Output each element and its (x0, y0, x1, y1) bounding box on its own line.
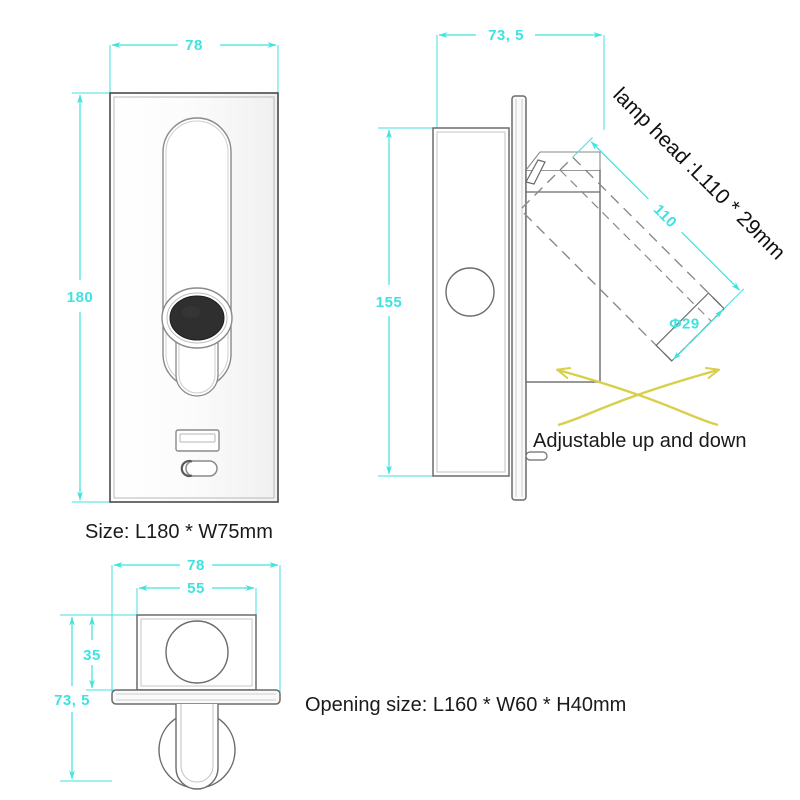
top-knob-circle (165, 620, 229, 684)
front-height-dimension: 180 (67, 92, 112, 503)
side-bottom-tab (525, 451, 548, 461)
top-view: 78 55 35 73, 5 (54, 557, 626, 790)
top-faceplate-edge (111, 689, 281, 705)
usb-a-port-icon (175, 429, 220, 452)
front-lens (161, 287, 233, 349)
lamp-diameter-value: Φ29 (669, 315, 700, 332)
lamp-diameter-dimension: Φ29 (669, 309, 724, 360)
front-height-value: 180 (67, 289, 94, 306)
front-width-value: 78 (185, 37, 203, 54)
side-depth-dimension: 73, 5 (436, 27, 605, 130)
front-view: 78 180 (67, 37, 279, 543)
side-body (432, 127, 510, 477)
side-depth-value: 73, 5 (488, 27, 524, 44)
side-lamp-head-rest (525, 151, 601, 383)
top-swivel-boss (158, 704, 236, 790)
side-height-value: 155 (376, 294, 403, 311)
side-height-dimension: 155 (376, 127, 437, 477)
usb-c-port-icon (180, 459, 218, 478)
top-inner-width-dimension: 55 (136, 580, 257, 615)
front-width-dimension: 78 (109, 37, 279, 96)
side-knob-circle (445, 267, 495, 317)
top-view-caption: Opening size: L160 * W60 * H40mm (305, 694, 626, 716)
top-total-depth-value: 73, 5 (54, 692, 90, 709)
top-inner-width-value: 55 (187, 580, 205, 597)
front-view-caption: Size: L180 * W75mm (85, 521, 273, 543)
top-outer-width-value: 78 (187, 557, 205, 574)
top-housing (136, 614, 257, 691)
lens-glass-icon (169, 295, 225, 341)
side-faceplate (511, 95, 527, 501)
top-total-depth-dimension: 73, 5 (54, 614, 112, 782)
rotation-arrow-icon (558, 370, 718, 427)
top-outer-width-dimension: 78 (111, 557, 281, 694)
adjustable-note: Adjustable up and down (533, 430, 747, 452)
top-body-depth-value: 35 (83, 647, 101, 664)
